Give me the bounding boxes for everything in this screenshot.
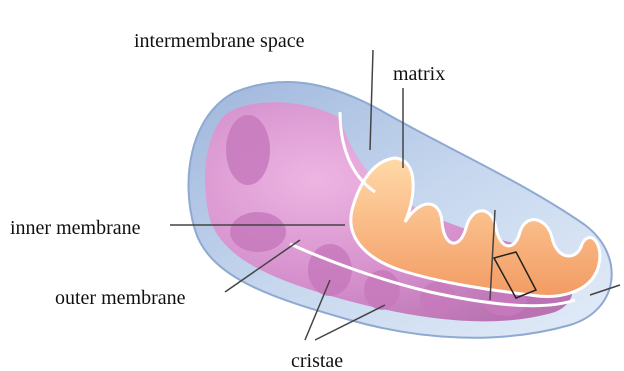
label-inner-membrane: inner membrane xyxy=(10,218,141,238)
label-outer-membrane: outer membrane xyxy=(55,288,186,308)
label-cristae: cristae xyxy=(291,351,343,371)
label-matrix: matrix xyxy=(393,64,445,84)
label-intermembrane-space: intermembrane space xyxy=(134,31,304,51)
